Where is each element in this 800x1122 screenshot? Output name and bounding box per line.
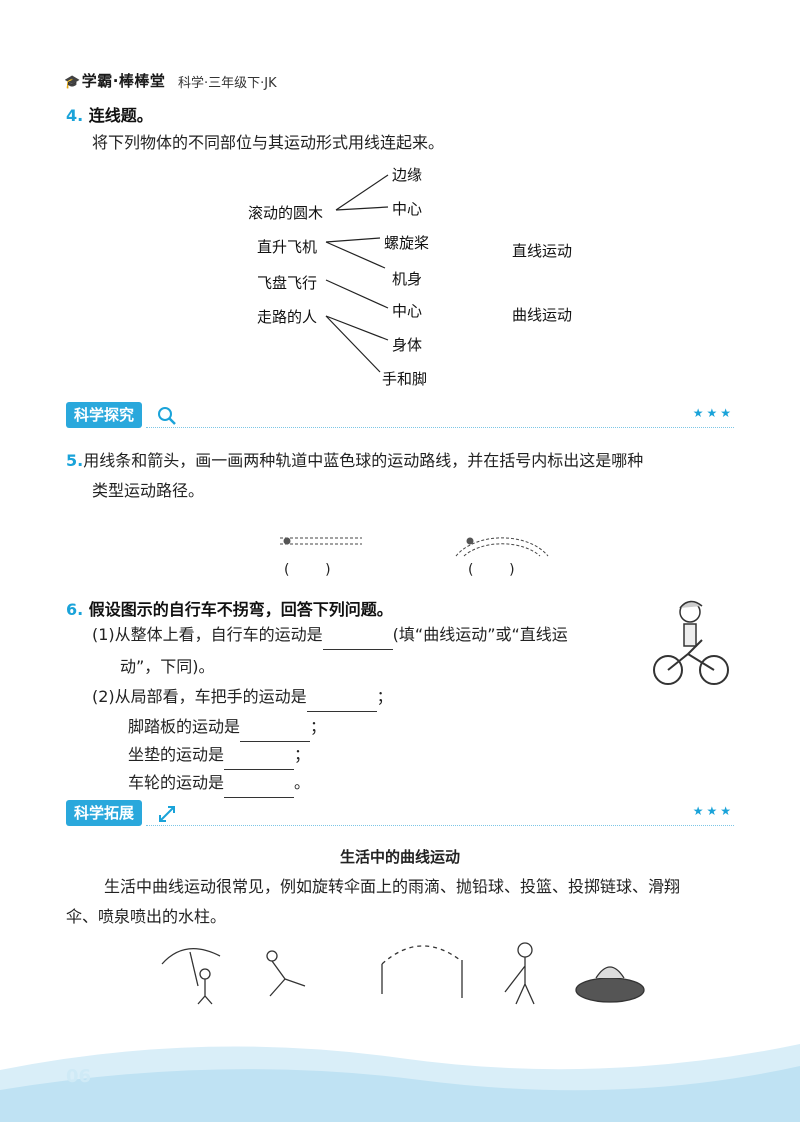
q6-heading: 6. 假设图示的自行车不拐弯，回答下列问题。 bbox=[66, 596, 393, 620]
part-center-log: 中心 bbox=[392, 200, 423, 218]
line-log-edge bbox=[335, 174, 389, 211]
answer-blank-4[interactable] bbox=[224, 751, 295, 770]
part-hands-feet: 手和脚 bbox=[382, 370, 428, 388]
motion-curved: 曲线运动 bbox=[512, 306, 573, 324]
motion-linear: 直线运动 bbox=[512, 242, 573, 260]
page-number: 06 bbox=[66, 1066, 92, 1087]
expand-arrows-icon bbox=[159, 806, 175, 822]
q6-p2-text: (2)从局部看，车把手的运动是 bbox=[92, 687, 307, 706]
logo-text: 学霸·棒棒堂 bbox=[81, 72, 166, 90]
reading-title: 生活中的曲线运动 bbox=[339, 848, 460, 866]
object-helicopter: 直升飞机 bbox=[257, 238, 318, 256]
header-subtitle: 科学·三年级下·JK bbox=[178, 76, 277, 91]
q5-text: 5.用线条和箭头，画一画两种轨道中蓝色球的运动路线，并在括号内标出这是哪种 bbox=[66, 446, 736, 476]
line-walker-body bbox=[325, 315, 389, 341]
line-heli-rotor bbox=[325, 237, 381, 243]
section-science-extension: 科学拓展 ★★★ bbox=[66, 800, 734, 828]
line-frisbee-center bbox=[325, 279, 389, 309]
q6-number: 6. bbox=[66, 600, 84, 619]
q6-p1-hint: (填“曲线运动”或“直线运 bbox=[392, 625, 568, 644]
blue-ball-curved bbox=[466, 537, 474, 545]
seat-label: 坐垫的运动是 bbox=[128, 745, 225, 764]
object-frisbee: 飞盘飞行 bbox=[257, 274, 318, 292]
wheel-label: 车轮的运动是 bbox=[128, 773, 225, 792]
part-body-walker: 身体 bbox=[392, 336, 423, 354]
q6-seat: 坐垫的运动是 ； bbox=[128, 740, 310, 770]
track-diagrams bbox=[280, 537, 549, 557]
shot-put-icon bbox=[266, 950, 278, 962]
bicycle-boy-illustration bbox=[653, 600, 729, 685]
q4-heading: 4. 连线题。 bbox=[66, 102, 153, 126]
object-walker: 走路的人 bbox=[257, 308, 318, 326]
q5-line2: 类型运动路径。 bbox=[92, 481, 205, 500]
fountain-icon bbox=[575, 977, 645, 1003]
answer-blank-2[interactable] bbox=[306, 693, 377, 712]
part-edge: 边缘 bbox=[392, 166, 423, 184]
q6-part2: (2)从局部看，车把手的运动是 ； bbox=[92, 682, 393, 712]
matching-lines bbox=[325, 174, 389, 373]
magnifier-icon bbox=[158, 407, 176, 425]
part-body-heli: 机身 bbox=[392, 270, 423, 288]
q5-line1: 用线条和箭头，画一画两种轨道中蓝色球的运动路线，并在括号内标出这是哪种 bbox=[83, 451, 644, 470]
part-center-frisbee: 中心 bbox=[392, 302, 423, 320]
reading-line1: 生活中曲线运动很常见，例如旋转伞面上的雨滴、抛铅球、投篮、投掷链球、滑翔 bbox=[104, 877, 681, 896]
section-tab: 科学探究 bbox=[66, 402, 143, 428]
header-logo: 🎓学霸·棒棒堂 bbox=[64, 70, 165, 91]
reading-line2: 伞、喷泉喷出的水柱。 bbox=[66, 907, 227, 926]
line-log-center bbox=[335, 206, 389, 211]
q5-number: 5. bbox=[66, 451, 84, 470]
line-heli-body bbox=[325, 241, 386, 269]
q6-p1-text: (1)从整体上看，自行车的运动是 bbox=[92, 625, 323, 644]
object-rolling-log: 滚动的圆木 bbox=[248, 204, 324, 222]
umbrella-icon bbox=[161, 948, 221, 965]
semicolon: ； bbox=[310, 717, 327, 736]
q6-title: 假设图示的自行车不拐弯，回答下列问题。 bbox=[88, 600, 393, 619]
section-tab: 科学拓展 bbox=[66, 800, 143, 826]
q6-part1: (1)从整体上看，自行车的运动是 (填“曲线运动”或“直线运 bbox=[92, 620, 568, 650]
basketball-arc-icon bbox=[381, 945, 461, 965]
pedal-label: 脚踏板的运动是 bbox=[128, 717, 241, 736]
q6-wheel: 车轮的运动是 。 bbox=[128, 768, 310, 798]
semicolon: ； bbox=[294, 745, 311, 764]
q6-pedal: 脚踏板的运动是 ； bbox=[128, 712, 326, 742]
graduation-cap-icon: 🎓 bbox=[64, 75, 81, 90]
hammer-throw-icon bbox=[517, 942, 533, 958]
q5-bracket-right[interactable]: ( ) bbox=[468, 562, 515, 578]
blue-ball-straight bbox=[283, 537, 291, 545]
section-science-inquiry: 科学探究 ★★★ bbox=[66, 402, 734, 430]
semicolon: ； bbox=[376, 687, 393, 706]
line-walker-limbs bbox=[325, 315, 381, 373]
q6-p1-cont: 动”，下同)。 bbox=[120, 657, 215, 676]
footer-wave bbox=[0, 1044, 800, 1122]
answer-blank-3[interactable] bbox=[240, 723, 311, 742]
q5-bracket-left[interactable]: ( ) bbox=[284, 562, 331, 578]
q4-number: 4. bbox=[66, 106, 84, 125]
q4-title: 连线题。 bbox=[88, 106, 153, 125]
answer-blank-1[interactable] bbox=[322, 631, 393, 650]
curved-motion-illustrations bbox=[161, 942, 645, 1005]
period: 。 bbox=[294, 773, 311, 792]
difficulty-stars: ★★★ bbox=[692, 406, 734, 420]
section-divider bbox=[146, 825, 734, 826]
answer-blank-5[interactable] bbox=[224, 779, 295, 798]
section-divider bbox=[146, 427, 734, 428]
part-rotor: 螺旋桨 bbox=[384, 234, 430, 252]
q4-instruction: 将下列物体的不同部位与其运动形式用线连起来。 bbox=[92, 133, 445, 152]
difficulty-stars: ★★★ bbox=[692, 804, 734, 818]
